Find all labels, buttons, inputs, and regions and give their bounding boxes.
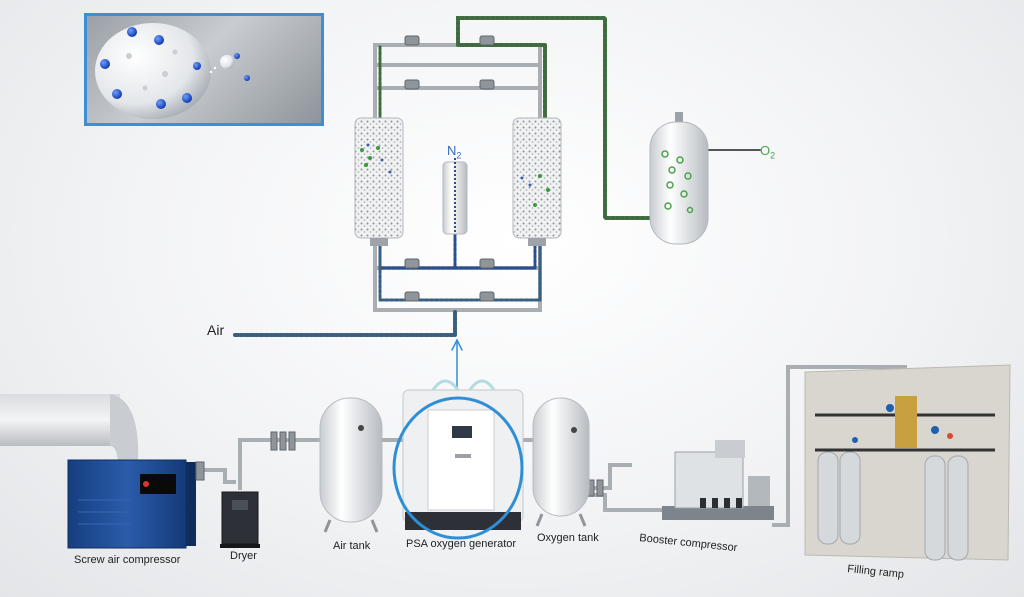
- molecular-sieve-inset: [84, 13, 324, 126]
- nitrogen-label: N2: [447, 143, 462, 161]
- psa-schematic: [233, 16, 761, 396]
- adsorber-columns: [354, 117, 562, 246]
- valves: [404, 35, 495, 302]
- screw-air-compressor: [67, 459, 196, 549]
- oxygen-buffer-tank-schematic: [649, 112, 709, 245]
- air-tank: [319, 397, 383, 533]
- filters: [195, 431, 604, 497]
- label-oxygen-tank: Oxygen tank: [537, 532, 599, 544]
- oxygen-tank: [532, 397, 590, 527]
- filling-ramp: [804, 364, 1011, 561]
- oxygen-label: O2: [760, 143, 776, 161]
- psa-oxygen-generator: [392, 379, 524, 540]
- label-psa-oxygen-generator: PSA oxygen generator: [406, 538, 517, 550]
- booster-compressor: [662, 440, 774, 520]
- air-label: Air: [207, 322, 225, 338]
- dryer-unit: [220, 491, 260, 548]
- label-dryer: Dryer: [230, 550, 257, 562]
- nitrogen-cylinder: [442, 158, 468, 235]
- label-air-tank: Air tank: [333, 540, 371, 552]
- label-screw-air-compressor: Screw air compressor: [74, 554, 181, 566]
- intake-duct: [0, 394, 139, 460]
